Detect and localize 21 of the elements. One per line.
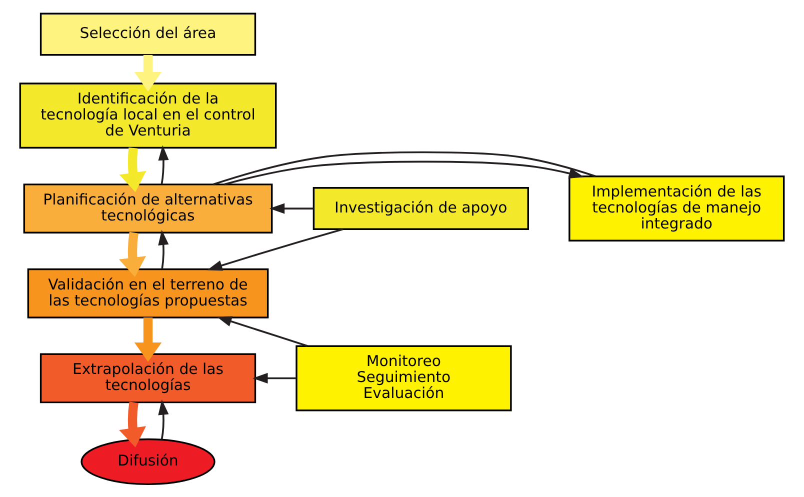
- node-ellipse: Difusión: [80, 438, 216, 485]
- node-box: Investigación de apoyo: [312, 186, 529, 230]
- node-box: Implementación de las tecnologías de manejo integrado: [568, 175, 785, 241]
- node-box: Monitoreo Seguimiento Evaluación: [296, 344, 512, 411]
- arrow: [224, 160, 584, 185]
- arrow: [158, 399, 169, 440]
- node-box: Validación en el terreno de las tecnologías propuestas: [27, 268, 269, 318]
- arrow: [134, 317, 162, 362]
- node-box: Identificación de la tecnología local en el control de Venturia: [19, 82, 277, 148]
- arrow: [216, 316, 308, 346]
- arrow: [134, 54, 162, 91]
- arrow: [269, 202, 314, 214]
- node-box: Planificación de alternativas tecnológicas: [23, 183, 273, 233]
- connector: [212, 150, 596, 185]
- arrow: [119, 147, 146, 192]
- arrow: [158, 229, 169, 269]
- node-box: Selección del área: [40, 12, 256, 56]
- arrow: [207, 228, 344, 270]
- node-box: Extrapolación de las tecnologías: [40, 352, 256, 403]
- arrow: [158, 144, 169, 184]
- arrow: [252, 372, 296, 384]
